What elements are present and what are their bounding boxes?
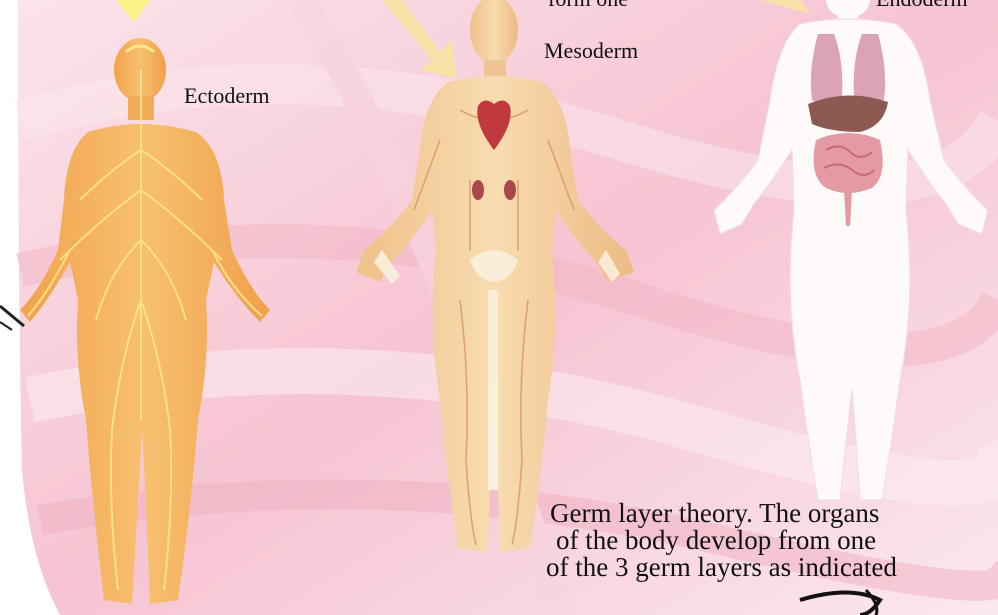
caption: Germ layer theory. The organs of the bod… [544,500,998,581]
top-cut-text: form one [548,0,628,12]
caption-line-3: of the 3 germ layers as indicated [544,554,998,581]
caption-line-1: Germ layer theory. The organs [544,500,998,527]
mesoderm-label: Mesoderm [544,38,638,64]
ectoderm-label: Ectoderm [184,83,270,109]
endoderm-label: Endoderm [876,0,968,12]
caption-line-2: of the body develop from one [544,527,998,554]
intestine-icon [814,133,883,193]
